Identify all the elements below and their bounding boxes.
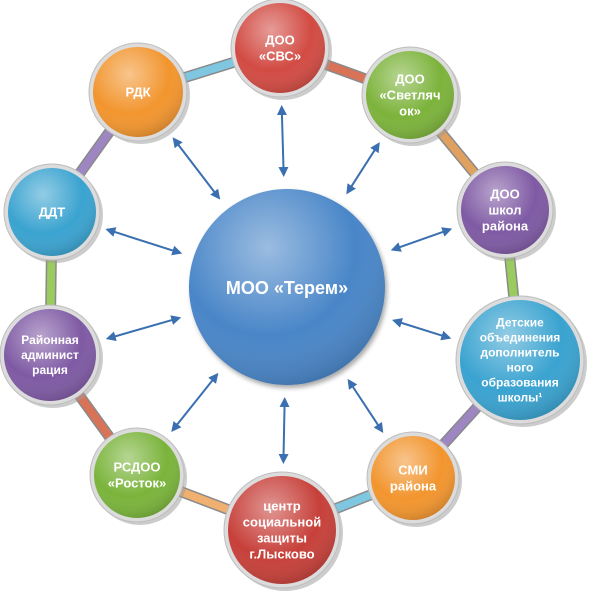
center-node: МОО «Терем» xyxy=(189,189,385,385)
node-label-line: школы¹ xyxy=(498,391,543,405)
double-arrow xyxy=(346,142,380,195)
node-label-line: ДОО xyxy=(490,187,520,202)
double-arrow xyxy=(105,227,183,256)
node-label-line: РДК xyxy=(125,85,150,100)
node-label-line: образования xyxy=(481,376,558,390)
node-doo-svs: ДОО«СВС» xyxy=(230,0,332,100)
double-arrow xyxy=(105,315,182,342)
node-label-line: СМИ xyxy=(398,463,427,478)
node-label-line: ок» xyxy=(399,104,421,119)
node-label-line: района xyxy=(482,219,529,234)
node-label-line: «Светляч xyxy=(379,88,440,103)
double-arrow xyxy=(172,137,221,200)
node-ddt: ДДТ xyxy=(3,163,103,263)
double-arrow xyxy=(390,227,453,252)
double-arrow xyxy=(347,378,384,433)
node-label-line: рация xyxy=(32,363,68,377)
node-label-line: админист xyxy=(21,348,79,362)
node-label-line: защиты xyxy=(257,531,307,546)
node-detskie-obedineniya: Детскиеобъединениядополнительногообразов… xyxy=(455,295,587,427)
double-arrow xyxy=(391,318,452,341)
node-label-line: г.Лысково xyxy=(249,547,314,562)
center-label: МОО «Терем» xyxy=(226,278,348,298)
node-label-line: дополнитель xyxy=(480,346,559,360)
node-label-line: «СВС» xyxy=(259,49,301,64)
node-rsdoo-rostok: РСДОО«Росток» xyxy=(89,427,187,525)
node-label-line: Детские xyxy=(496,316,544,330)
node-label-line: «Росток» xyxy=(108,476,166,491)
double-arrow xyxy=(278,397,290,464)
node-label-line: Районная xyxy=(21,333,78,347)
node-label-line: объединения xyxy=(480,331,561,345)
node-label-line: школ xyxy=(488,203,521,218)
node-label-line: ДОО xyxy=(265,33,295,48)
arrows-group xyxy=(105,105,453,464)
node-label-line: социальной xyxy=(243,515,321,530)
node-label-line: ДОО xyxy=(395,72,425,87)
node-rdk: РДК xyxy=(88,42,190,144)
node-label-line: района xyxy=(390,479,437,494)
double-arrow xyxy=(171,372,219,432)
node-label-line: ДДТ xyxy=(39,205,66,220)
node-label-line: ного xyxy=(507,361,534,375)
node-label-line: РСДОО xyxy=(113,460,160,475)
double-arrow xyxy=(276,105,289,177)
node-label-line: центр xyxy=(263,499,300,514)
